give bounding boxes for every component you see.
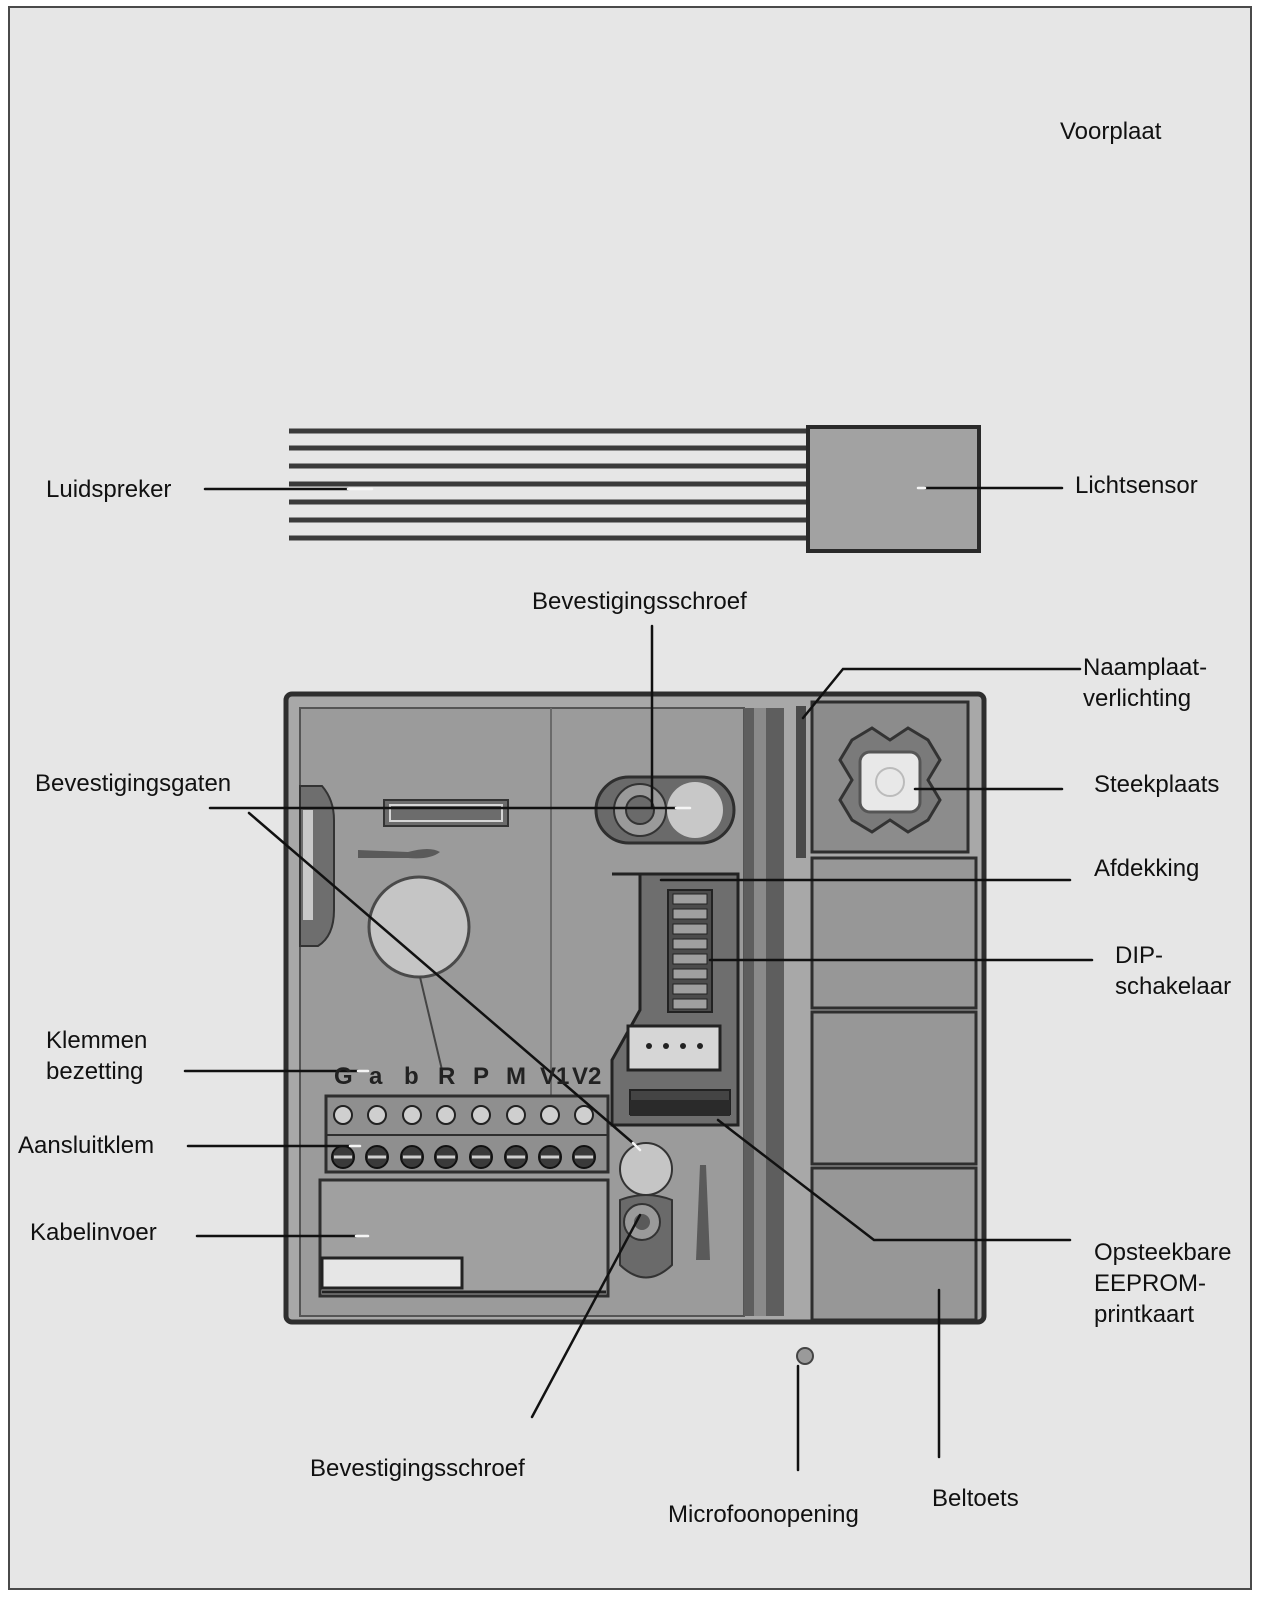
- label-afdekking: Afdekking: [1094, 855, 1200, 882]
- bottom-mounting-hole: [619, 1142, 673, 1196]
- label-luidspreker: Luidspreker: [46, 476, 172, 503]
- label-naamplaat-line1: Naamplaat-: [1083, 654, 1208, 681]
- bell-button[interactable]: [810, 1166, 978, 1322]
- label-lichtsensor: Lichtsensor: [1075, 472, 1198, 499]
- terminal-letter: V2: [572, 1063, 602, 1090]
- brand-logo: [383, 799, 509, 827]
- terminal-letter: M: [506, 1063, 526, 1090]
- label-dip-line2: schakelaar: [1115, 973, 1232, 1000]
- dip-switch-slots: [672, 893, 708, 1010]
- eeprom-connector: [626, 1024, 722, 1072]
- label-steekplaats: Steekplaats: [1094, 771, 1220, 798]
- terminal-letter: P: [473, 1063, 490, 1090]
- label-microfoonopening: Microfoonopening: [668, 1501, 859, 1528]
- speaker-grille: [289, 426, 809, 551]
- terminal-screws-top: [333, 1105, 594, 1125]
- button-panel-2: [810, 1010, 978, 1166]
- label-dip-line1: DIP-: [1115, 942, 1163, 969]
- label-naamplaat-line2: verlichting: [1083, 685, 1192, 712]
- label-voorplaat: Voorplaat: [1060, 118, 1162, 145]
- button-panel-1: [810, 856, 978, 1010]
- mounting-hole-large: [367, 875, 471, 979]
- terminal-letter: V1: [540, 1063, 570, 1090]
- terminal-letter: R: [438, 1063, 456, 1090]
- label-beltoets: Beltoets: [932, 1485, 1019, 1512]
- microphone-opening: [796, 1347, 814, 1365]
- label-klemmen-line1: Klemmen: [46, 1027, 148, 1054]
- label-bevestigingsschroef-bottom: Bevestigingsschroef: [310, 1455, 525, 1482]
- terminal-letter: G: [334, 1063, 353, 1090]
- label-bevestigingsschroef-top: Bevestigingsschroef: [532, 588, 747, 615]
- terminal-letter: a: [369, 1063, 383, 1090]
- label-opsteekbare-line3: printkaart: [1094, 1301, 1195, 1328]
- label-aansluitklem: Aansluitklem: [18, 1132, 155, 1159]
- leader-lines: [183, 486, 1094, 1472]
- label-opsteekbare-line2: EEPROM-: [1094, 1270, 1207, 1297]
- terminal-letter: b: [404, 1063, 419, 1090]
- label-opsteekbare-line1: Opsteekbare: [1094, 1239, 1232, 1266]
- label-kabelinvoer: Kabelinvoer: [30, 1219, 157, 1246]
- label-bevestigingsgaten: Bevestigingsgaten: [35, 770, 232, 797]
- label-klemmen-line2: bezetting: [46, 1058, 144, 1085]
